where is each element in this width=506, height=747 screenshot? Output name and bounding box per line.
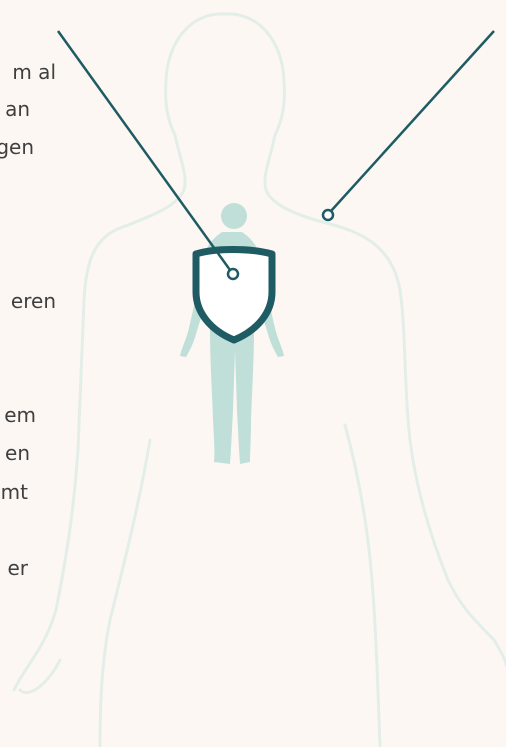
- callout-line-right: [331, 31, 494, 211]
- text-fragment-8: er: [7, 558, 28, 578]
- callout-dot-left: [228, 269, 238, 279]
- text-fragment-7: mt: [1, 482, 28, 502]
- text-fragment-3: gen: [0, 137, 34, 157]
- text-fragment-5: em: [4, 405, 36, 425]
- text-fragment-1: m al: [12, 62, 56, 82]
- text-fragment-4: eren: [11, 291, 56, 311]
- text-fragment-6: en: [5, 443, 30, 463]
- callout-line-left: [58, 31, 230, 270]
- callout-dot-right: [323, 210, 333, 220]
- large-silhouette-outline: [14, 14, 506, 747]
- text-fragment-2: an: [5, 99, 30, 119]
- shield-icon: [196, 250, 272, 341]
